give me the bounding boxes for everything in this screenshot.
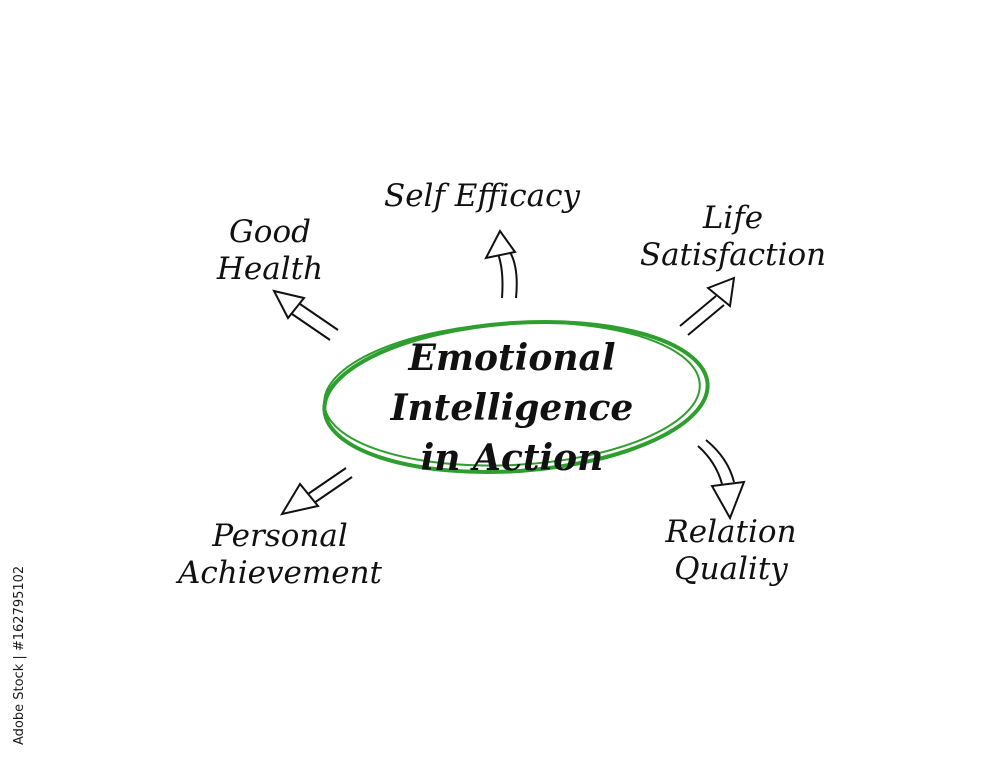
center-title: Emotional Intelligence in Action	[342, 333, 682, 483]
label-personal-achievement-line-2: Achievement	[178, 555, 382, 591]
arrow-to-self-efficacy	[484, 229, 518, 299]
arrow-to-life-satisfaction	[679, 276, 736, 336]
label-good-health-line-1: Good	[229, 214, 311, 250]
center-title-line-1: Emotional	[408, 337, 616, 379]
label-good-health: Good Health	[190, 214, 350, 288]
arrow-to-personal-achievement	[279, 467, 353, 516]
label-relation-quality: Relation Quality	[636, 514, 826, 588]
label-life-satisfaction-line-1: Life	[702, 200, 764, 236]
label-relation-quality-line-2: Quality	[674, 551, 788, 587]
arrow-to-good-health	[272, 289, 339, 341]
label-personal-achievement: Personal Achievement	[150, 518, 410, 592]
stock-watermark: Adobe Stock | #162795102	[12, 565, 27, 745]
label-relation-quality-line-1: Relation	[665, 514, 797, 550]
label-life-satisfaction: Life Satisfaction	[608, 200, 858, 274]
label-self-efficacy: Self Efficacy	[362, 178, 602, 215]
label-self-efficacy-line-1: Self Efficacy	[383, 178, 581, 214]
center-ellipse-overdraw	[323, 321, 701, 467]
arrow-to-relation-quality	[697, 439, 746, 521]
label-good-health-line-2: Health	[216, 251, 324, 287]
label-life-satisfaction-line-2: Satisfaction	[639, 237, 827, 273]
center-title-line-2: Intelligence	[390, 387, 634, 429]
label-personal-achievement-line-1: Personal	[212, 518, 348, 554]
center-title-line-3: in Action	[420, 437, 604, 479]
